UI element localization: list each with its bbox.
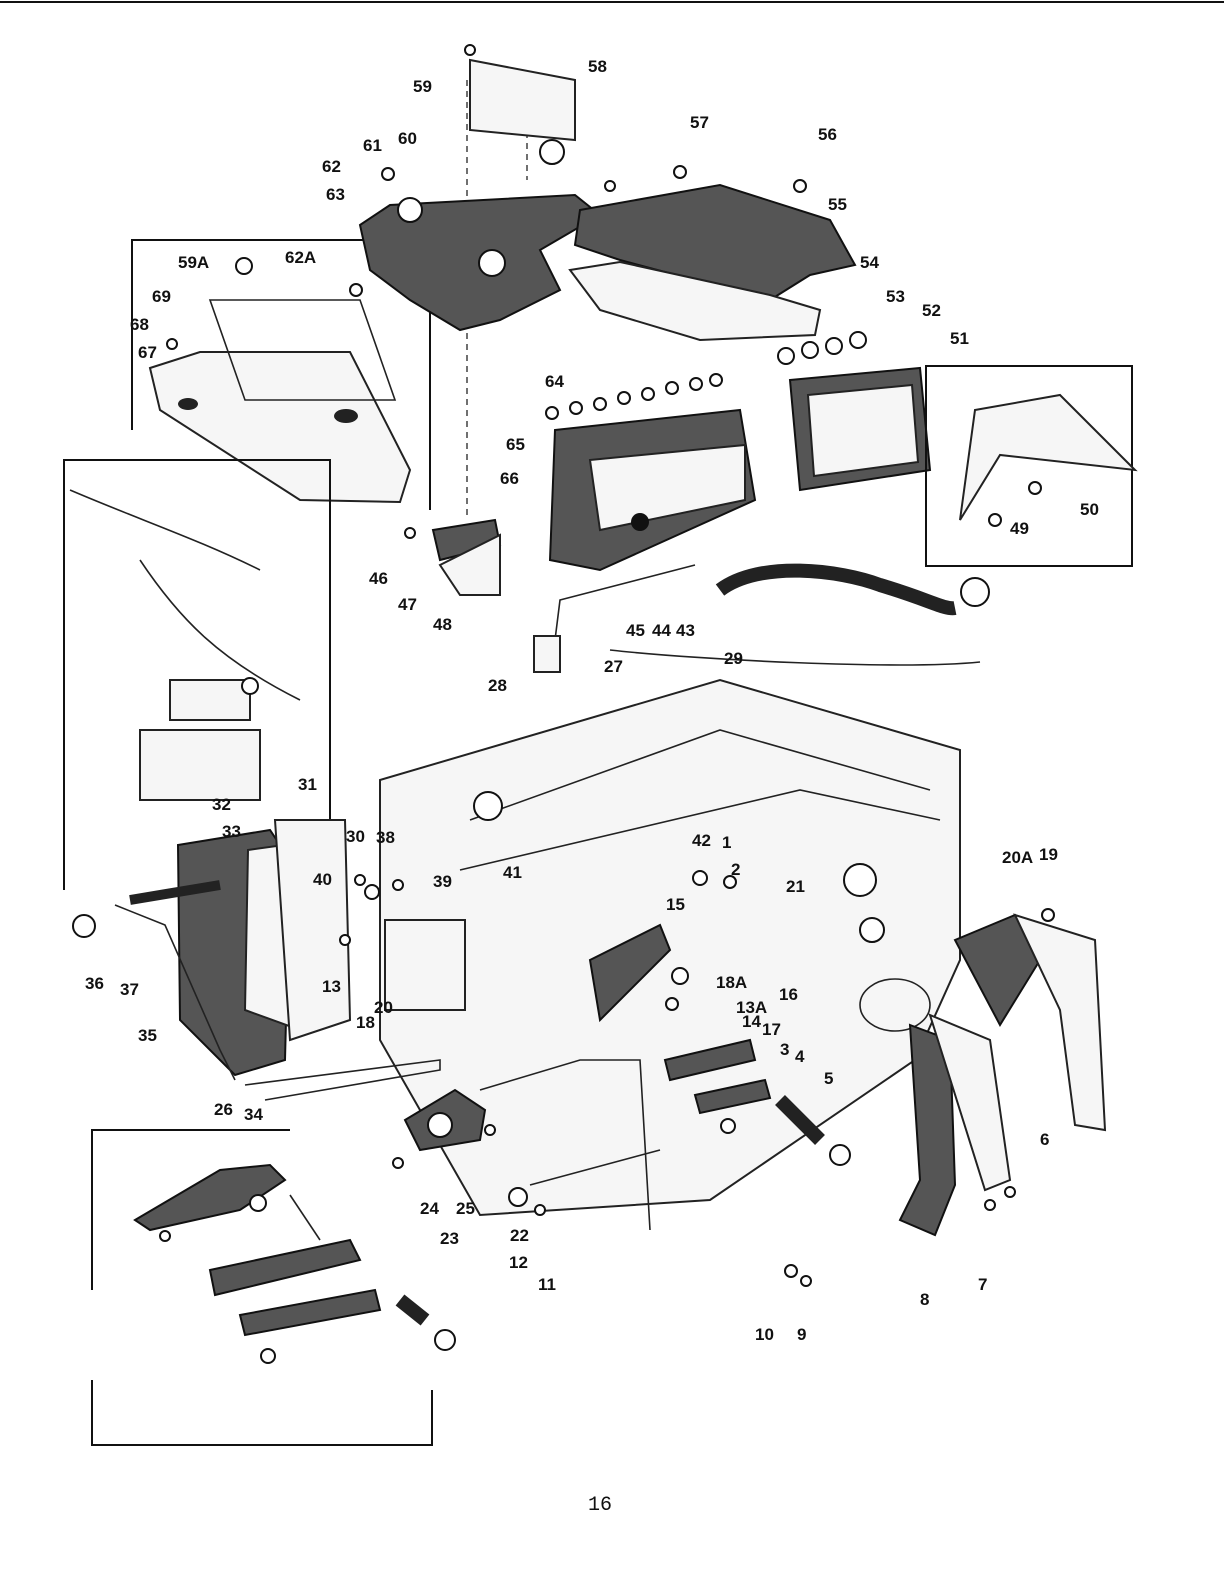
callout-18: 18 — [356, 1013, 375, 1032]
callout-1: 1 — [722, 833, 731, 852]
feed-plate-and-gasket — [570, 166, 855, 340]
callout-60: 60 — [398, 129, 417, 148]
callout-41: 41 — [503, 863, 522, 882]
callout-52: 52 — [922, 301, 941, 320]
callout-58: 58 — [588, 57, 607, 76]
inset-box-right — [926, 366, 1135, 566]
light-wiring — [534, 565, 989, 672]
callout-61: 61 — [363, 136, 382, 155]
callout-10: 10 — [755, 1325, 774, 1344]
callout-21: 21 — [786, 877, 805, 896]
callout-69: 69 — [152, 287, 171, 306]
callout-55: 55 — [828, 195, 847, 214]
callout-22: 22 — [510, 1226, 529, 1245]
callout-2: 2 — [731, 860, 740, 879]
callout-65: 65 — [506, 435, 525, 454]
callout-31: 31 — [298, 775, 317, 794]
callout-8: 8 — [920, 1290, 929, 1309]
callout-33: 33 — [222, 822, 241, 841]
callout-35: 35 — [138, 1026, 157, 1045]
callout-38: 38 — [376, 828, 395, 847]
callout-59a: 59A — [178, 253, 209, 272]
callout-26: 26 — [214, 1100, 233, 1119]
callout-20: 20 — [374, 998, 393, 1017]
callout-67: 67 — [138, 343, 157, 362]
callout-68: 68 — [130, 315, 149, 334]
callout-49: 49 — [1010, 519, 1029, 538]
side-cover-plates — [778, 332, 930, 490]
callout-18a: 18A — [716, 973, 747, 992]
callout-48: 48 — [433, 615, 452, 634]
callout-42: 42 — [692, 831, 711, 850]
callout-6: 6 — [1040, 1130, 1049, 1149]
callout-40: 40 — [313, 870, 332, 889]
callout-14: 14 — [742, 1012, 761, 1031]
callout-15: 15 — [666, 895, 685, 914]
callout-34: 34 — [244, 1105, 263, 1124]
callout-11: 11 — [538, 1275, 556, 1294]
callout-37: 37 — [120, 980, 139, 999]
callout-4: 4 — [795, 1047, 805, 1066]
callout-25: 25 — [456, 1199, 475, 1218]
callout-50: 50 — [1080, 500, 1099, 519]
callout-59: 59 — [413, 77, 432, 96]
callout-7: 7 — [978, 1275, 987, 1294]
callout-63: 63 — [326, 185, 345, 204]
callout-3: 3 — [780, 1040, 789, 1059]
callout-62a: 62A — [285, 248, 316, 267]
callout-39: 39 — [433, 872, 452, 891]
inset-box-lower-left — [92, 1130, 455, 1445]
callout-16: 16 — [779, 985, 798, 1004]
callout-27: 27 — [604, 657, 623, 676]
callout-17: 17 — [762, 1020, 781, 1039]
callout-29: 29 — [724, 649, 743, 668]
callout-9: 9 — [797, 1325, 806, 1344]
callout-23: 23 — [440, 1229, 459, 1248]
callout-32: 32 — [212, 795, 231, 814]
callout-12: 12 — [509, 1253, 528, 1272]
callout-46: 46 — [369, 569, 388, 588]
page-number: 16 — [0, 1494, 1200, 1517]
face-plate-27 — [178, 820, 379, 1075]
callout-57: 57 — [690, 113, 709, 132]
callout-20a: 20A — [1002, 848, 1033, 867]
callout-56: 56 — [818, 125, 837, 144]
rear-plate-assembly — [546, 374, 755, 570]
callout-24: 24 — [420, 1199, 439, 1218]
callout-53: 53 — [886, 287, 905, 306]
callout-19: 19 — [1039, 845, 1058, 864]
callout-54: 54 — [860, 253, 879, 272]
callout-47: 47 — [398, 595, 417, 614]
callout-43: 43 — [676, 621, 695, 640]
callout-28: 28 — [488, 676, 507, 695]
callout-45: 45 — [626, 621, 645, 640]
callout-44: 44 — [652, 621, 671, 640]
callout-36: 36 — [85, 974, 104, 993]
callout-62: 62 — [322, 157, 341, 176]
callout-13: 13 — [322, 977, 341, 996]
callout-66: 66 — [500, 469, 519, 488]
face-plate-cover — [405, 520, 500, 595]
callout-51: 51 — [950, 329, 969, 348]
callout-30: 30 — [346, 827, 365, 846]
callout-64: 64 — [545, 372, 564, 391]
callout-5: 5 — [824, 1069, 833, 1088]
